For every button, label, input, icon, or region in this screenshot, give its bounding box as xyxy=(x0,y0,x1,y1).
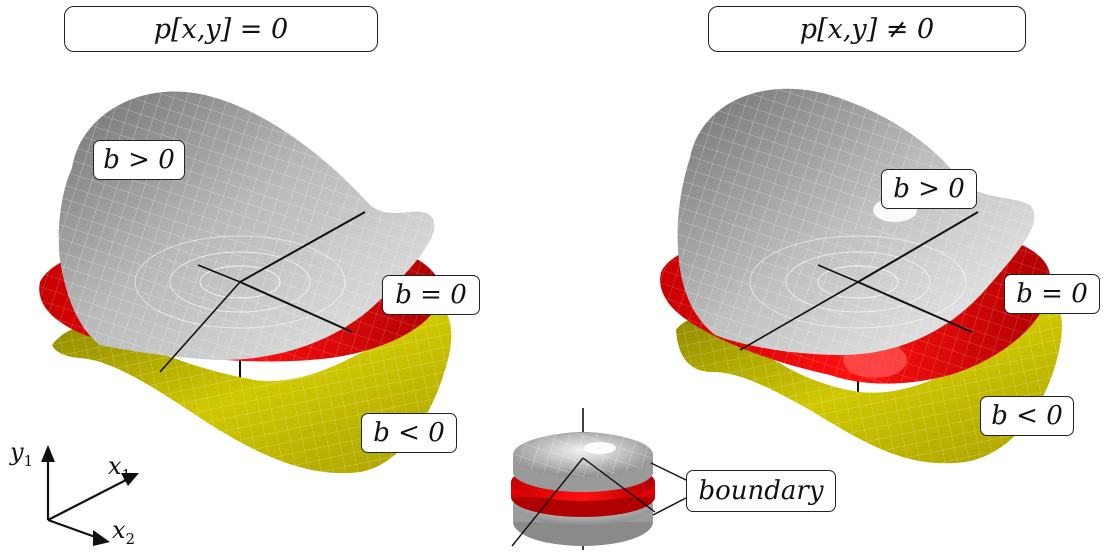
right-surface-group xyxy=(660,88,1062,464)
left-label-negative: b < 0 xyxy=(361,413,457,453)
left-panel-title: p[x,y] = 0 xyxy=(64,6,378,52)
axis-legend xyxy=(41,445,139,546)
right-label-zero: b = 0 xyxy=(1004,274,1100,314)
boundary-label: boundary xyxy=(686,470,836,512)
left-label-zero: b = 0 xyxy=(382,275,480,315)
axis-label-y1: y1 xyxy=(10,438,34,470)
left-axis-x2 xyxy=(239,281,353,333)
right-label-negative: b < 0 xyxy=(980,396,1074,436)
left-surface-group xyxy=(39,91,452,474)
right-axis-x1 xyxy=(857,211,979,283)
boundary-inset xyxy=(511,408,687,550)
left-label-positive: b > 0 xyxy=(93,140,185,180)
boundary-leader-top xyxy=(650,462,687,481)
boundary-leader-bottom xyxy=(652,497,687,516)
right-label-positive: b > 0 xyxy=(881,169,977,209)
right-axis-x2 xyxy=(857,281,973,333)
right-panel-title: p[x,y] ≠ 0 xyxy=(708,6,1026,52)
axis-label-x1: x1 xyxy=(108,452,132,484)
axis-label-x2: x2 xyxy=(112,516,136,548)
left-axis-x1 xyxy=(239,211,366,283)
